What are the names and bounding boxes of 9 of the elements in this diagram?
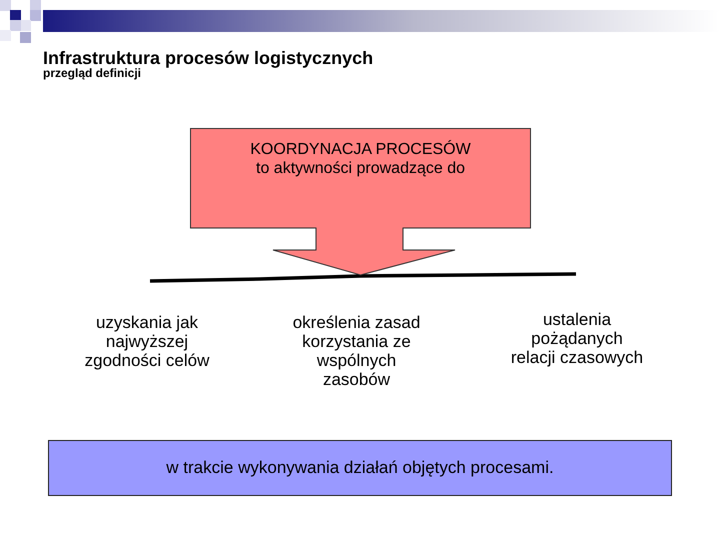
- slide-title: Infrastruktura procesów logistycznych: [43, 48, 374, 68]
- panel-text: w trakcie wykonywania działań objętych procesami.: [166, 458, 554, 478]
- callout-text: KOORDYNACJA PROCESÓW to aktywności prowadzące do: [249, 140, 472, 178]
- definition-text: ustalenia pożądanych relacji czasowych: [510, 310, 644, 367]
- summary-panel: [48, 440, 672, 496]
- down-arrow-callout: [190, 128, 531, 276]
- slide-subtitle: przegląd definicji: [43, 67, 142, 80]
- definition-text: określenia zasad korzystania ze wspólnych zasobów: [292, 313, 422, 389]
- definition-text: uzyskania jak najwyższej zgodności celów: [84, 313, 210, 370]
